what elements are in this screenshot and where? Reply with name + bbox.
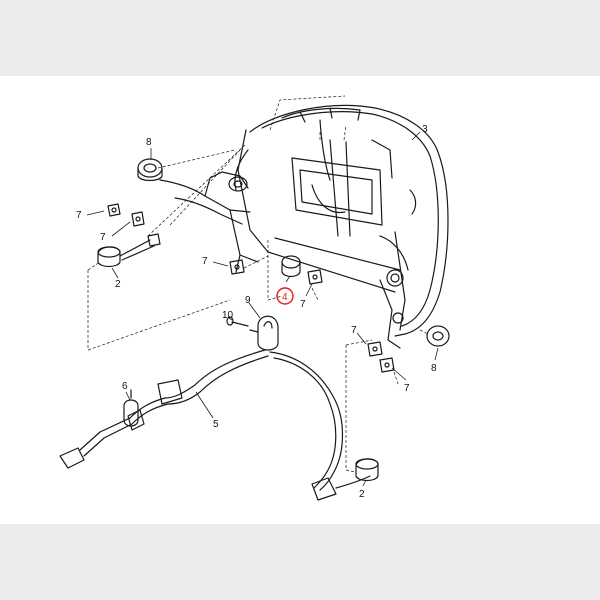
bulb-6 xyxy=(123,389,139,427)
wire-harness-5 xyxy=(59,349,371,501)
diagram-frame xyxy=(0,76,600,524)
callout-5: 5 xyxy=(213,419,219,430)
clip-7-f xyxy=(379,357,395,373)
callout-10: 10 xyxy=(222,310,234,321)
socket-2-right xyxy=(355,458,379,482)
clip-7-d xyxy=(307,269,323,285)
callout-7-f: 7 xyxy=(404,383,410,394)
socket-2-left xyxy=(97,233,161,268)
callout-2-left: 2 xyxy=(115,279,121,290)
grommet-8-top xyxy=(137,158,163,182)
highlight-circle xyxy=(276,287,294,305)
callout-7-a: 7 xyxy=(76,210,82,221)
callout-7-c: 7 xyxy=(202,256,208,267)
clip-7-e xyxy=(367,341,383,357)
callout-4: 4 xyxy=(282,292,288,303)
callout-7-b: 7 xyxy=(100,232,106,243)
callout-9: 9 xyxy=(245,295,251,306)
callout-3: 3 xyxy=(422,124,428,135)
clip-7-b xyxy=(131,211,145,227)
callout-6: 6 xyxy=(122,381,128,392)
clip-7-a xyxy=(107,203,121,217)
clip-7-c xyxy=(229,259,245,275)
callout-7-e: 7 xyxy=(351,325,357,336)
callout-8-right: 8 xyxy=(431,363,437,374)
callout-2-right: 2 xyxy=(359,489,365,500)
mount-bracket xyxy=(159,171,404,349)
leader-lines xyxy=(87,95,429,473)
clamp-9 xyxy=(249,315,279,351)
screw-10 xyxy=(226,316,249,327)
callout-7-d: 7 xyxy=(300,299,306,310)
callout-labels: 8 3 7 7 7 7 7 7 2 4 9 10 6 5 8 2 xyxy=(76,124,437,500)
label-leaders xyxy=(86,131,439,487)
cap-4 xyxy=(281,255,301,278)
callout-8-top: 8 xyxy=(146,137,152,148)
grommet-8-right xyxy=(426,325,450,347)
headlight-housing xyxy=(234,104,449,337)
